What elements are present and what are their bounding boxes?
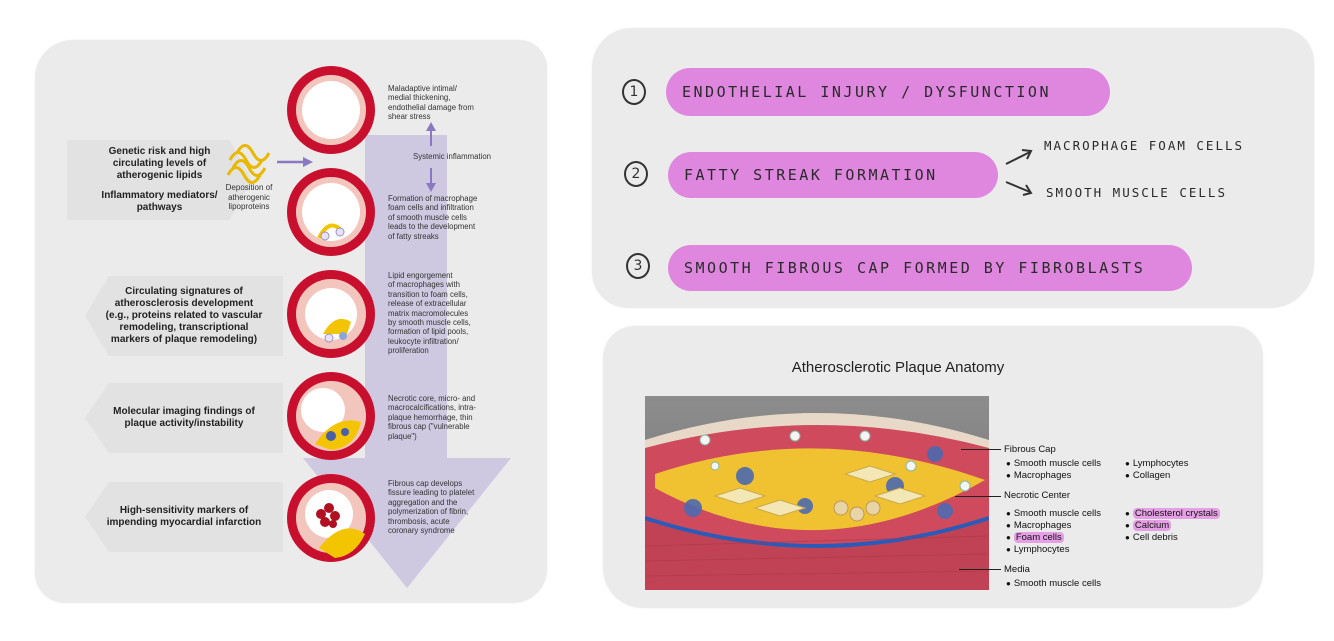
progression-arrow bbox=[303, 135, 511, 588]
macrophage-foam-cells-note: MACROPHAGE FOAM CELLS bbox=[1044, 138, 1245, 153]
media-heading: Media bbox=[1004, 564, 1030, 575]
media-item: ●Smooth muscle cells bbox=[1006, 578, 1101, 589]
necrotic-center-item: ●Cell debris bbox=[1125, 532, 1178, 543]
step-2-number: 2 bbox=[624, 161, 648, 187]
fibrous-cap-item: ●Smooth muscle cells bbox=[1006, 458, 1101, 469]
vessel-stage-3 bbox=[287, 270, 375, 358]
circulating-signatures-chevron: Circulating signatures of atherosclerosi… bbox=[85, 276, 283, 356]
necrotic-center-item: ●Calcium bbox=[1125, 520, 1172, 531]
lipoprotein-icon bbox=[226, 144, 313, 184]
fibrous-cap-heading: Fibrous Cap bbox=[1004, 444, 1056, 455]
vessel-stage-5 bbox=[287, 474, 375, 562]
step-1-number: 1 bbox=[622, 79, 646, 105]
branch-arrows bbox=[1005, 149, 1033, 196]
step-3-number: 3 bbox=[626, 253, 650, 279]
stage-1-description: Maladaptive intimal/medial thickening, e… bbox=[388, 84, 474, 122]
inflammation-arrows bbox=[426, 122, 436, 192]
necrotic-center-item: ●Cholesterol crystals bbox=[1125, 508, 1220, 519]
plaque-anatomy-panel: Atherosclerotic Plaque Anatomy bbox=[603, 326, 1263, 608]
anatomy-title: Atherosclerotic Plaque Anatomy bbox=[791, 359, 1005, 376]
smooth-muscle-cells-note: SMOOTH MUSCLE CELLS bbox=[1046, 185, 1227, 200]
necrotic-center-item: ●Macrophages bbox=[1006, 520, 1072, 531]
molecular-imaging-chevron: Molecular imaging findings of plaque act… bbox=[85, 383, 283, 453]
step-1-pill: ENDOTHELIAL INJURY / DYSFUNCTION bbox=[666, 68, 1110, 116]
deposition-label: Deposition of atherogenic lipoproteins bbox=[225, 183, 273, 211]
handwritten-notes-panel: 1 ENDOTHELIAL INJURY / DYSFUNCTION 2 FAT… bbox=[592, 28, 1314, 308]
atherosclerosis-progression-panel: Genetic risk and high circulating levels… bbox=[35, 40, 547, 603]
fibrous-cap-item: ●Macrophages bbox=[1006, 470, 1072, 481]
vessel-stage-2 bbox=[287, 168, 375, 256]
necrotic-center-heading: Necrotic Center bbox=[1004, 490, 1070, 501]
fibrous-cap-leader bbox=[961, 449, 1001, 450]
hs-markers-chevron: High-sensitivity markers of impending my… bbox=[85, 482, 283, 552]
step-2-pill: FATTY STREAK FORMATION bbox=[668, 152, 998, 198]
plaque-cross-section-illustration bbox=[645, 396, 989, 590]
fibrous-cap-item: ●Collagen bbox=[1125, 470, 1171, 481]
necrotic-center-leader bbox=[955, 496, 1001, 497]
necrotic-center-item: ●Smooth muscle cells bbox=[1006, 508, 1101, 519]
necrotic-center-item: ●Lymphocytes bbox=[1006, 544, 1070, 555]
fibrous-cap-item: ●Lymphocytes bbox=[1125, 458, 1189, 469]
vessel-stage-1 bbox=[287, 66, 375, 154]
media-leader bbox=[959, 569, 1001, 570]
necrotic-center-item: ●Foam cells bbox=[1006, 532, 1064, 543]
step-3-pill: SMOOTH FIBROUS CAP FORMED BY FIBROBLASTS bbox=[668, 245, 1192, 291]
risk-factors-chevron: Genetic risk and high circulating levels… bbox=[67, 140, 252, 220]
systemic-inflammation-label: Systemic inflammation bbox=[413, 152, 491, 161]
vessel-stage-4 bbox=[287, 372, 375, 460]
